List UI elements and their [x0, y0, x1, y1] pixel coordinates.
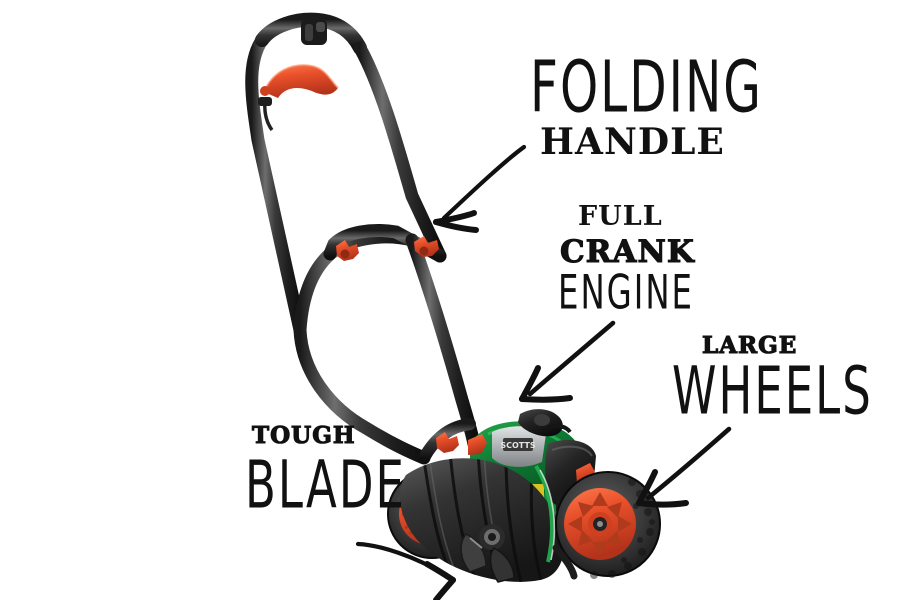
label-handle: HANDLE: [540, 121, 725, 163]
label-full: FULL: [578, 201, 663, 232]
label-blade: BLADE: [245, 446, 406, 524]
blade-hub: [479, 524, 505, 550]
wing-knob-left[interactable]: [336, 240, 359, 261]
handle-assembly: [245, 12, 481, 465]
label-large: LARGE: [701, 332, 798, 359]
rear-support-bracket: [552, 544, 578, 580]
wing-knob-lower[interactable]: [436, 432, 459, 453]
handle-leg-left: [293, 323, 431, 465]
lever-bracket: [258, 97, 272, 106]
guard-green-stripe: [534, 464, 554, 563]
engine-cover-plate: SCOTTS: [492, 426, 546, 467]
wing-knob-right[interactable]: [414, 236, 439, 257]
cutting-blade: [460, 533, 515, 583]
handle-clamp: [301, 19, 327, 45]
label-engine: ENGINE: [558, 266, 695, 321]
wheel-front: [555, 471, 661, 579]
label-tough: TOUGH: [251, 422, 356, 449]
handle-leg-right: [405, 233, 481, 451]
throttle-lever[interactable]: [260, 64, 339, 98]
edger-body: SCOTTS: [387, 409, 661, 583]
engine-clip-orange-left: [468, 434, 487, 455]
svg-text:SCOTTS: SCOTTS: [500, 441, 536, 450]
handle-upright-left: [245, 33, 307, 337]
label-folding: FOLDING: [530, 45, 763, 129]
handle-fold-bar-top: [323, 224, 447, 263]
handle-upright-right: [353, 41, 447, 263]
spark-plug-wire: [547, 423, 572, 434]
label-crank: CRANK: [559, 234, 695, 270]
label-wheels: WHEELS: [672, 352, 873, 430]
